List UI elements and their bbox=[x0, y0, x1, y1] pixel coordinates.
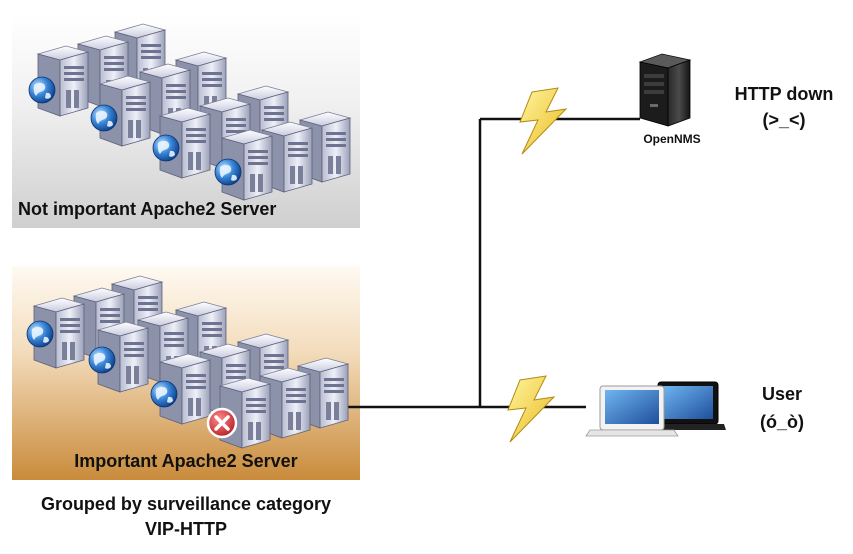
user-label: User bbox=[761, 384, 803, 404]
lightning-bolt-icon bbox=[507, 375, 555, 443]
globe-icon bbox=[90, 104, 118, 132]
black-laptop-icon bbox=[650, 381, 726, 430]
user-emoticon: (ó_ò) bbox=[760, 412, 804, 432]
white-laptop-icon bbox=[585, 385, 679, 437]
caption-line-1: Grouped by surveillance category bbox=[40, 494, 332, 514]
globe-icon bbox=[152, 134, 180, 162]
important-group-label: Important Apache2 Server bbox=[74, 451, 298, 471]
not-important-servers bbox=[28, 23, 351, 201]
lightning-bolt-icon bbox=[519, 87, 567, 155]
caption-line-2: VIP-HTTP bbox=[144, 519, 227, 539]
error-x-icon bbox=[206, 407, 238, 439]
globe-icon bbox=[214, 158, 242, 186]
opennms-emoticon: (>_<) bbox=[762, 110, 806, 130]
globe-icon bbox=[28, 76, 56, 104]
globe-icon bbox=[26, 320, 54, 348]
important-servers bbox=[26, 275, 349, 449]
opennms-label: OpenNMS bbox=[643, 132, 701, 146]
http-down-status: HTTP down bbox=[734, 84, 834, 104]
globe-icon bbox=[88, 346, 116, 374]
laptop-icon bbox=[585, 381, 726, 437]
not-important-group-label: Not important Apache2 Server bbox=[18, 199, 277, 219]
globe-icon bbox=[150, 380, 178, 408]
opennms-server-icon bbox=[638, 53, 692, 127]
